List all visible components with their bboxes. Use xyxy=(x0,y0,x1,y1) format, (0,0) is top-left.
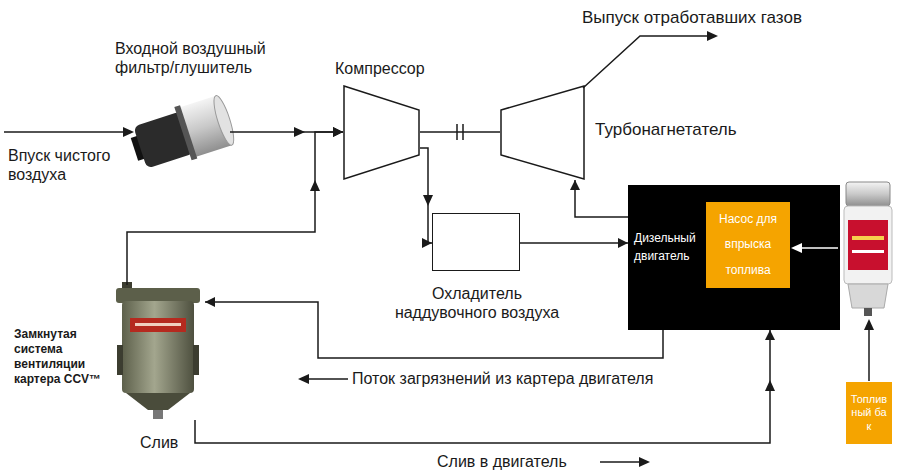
node-text: Турбонагнетатель xyxy=(595,120,737,140)
outline xyxy=(343,85,420,180)
arrowhead xyxy=(123,127,134,137)
node-text: Дизельный двигатель xyxy=(634,229,702,265)
drain-arrow xyxy=(600,461,640,463)
ccv-body xyxy=(122,301,194,393)
ccv-picture xyxy=(116,282,200,419)
fuel-tank-box: Топливный бак xyxy=(846,382,892,444)
fuel-filter-stripe xyxy=(852,236,884,240)
node-text: Замкнутая система вентиляции картера CCV… xyxy=(14,327,104,387)
fuel-filter-head xyxy=(846,182,890,206)
drain-label: Слив xyxy=(140,433,178,452)
fuel-filter-body xyxy=(844,206,892,284)
filter-end-cap xyxy=(210,94,237,147)
flow-line xyxy=(420,148,432,243)
arrowhead xyxy=(298,374,309,384)
exhaust-line xyxy=(583,36,708,88)
fuel-filter-stripe xyxy=(852,250,884,253)
node-text: Компрессор xyxy=(335,59,425,78)
ccv-clamp xyxy=(193,345,199,375)
air-filter-picture xyxy=(126,92,238,176)
ccv-cap xyxy=(116,288,200,303)
arrowhead xyxy=(639,457,650,467)
intake-arrow xyxy=(4,131,124,133)
ccv-badge xyxy=(130,318,186,332)
flow-line xyxy=(520,242,628,244)
node-text: Входной воздушный фильтр/глушитель xyxy=(115,39,287,77)
flow-line xyxy=(575,180,628,217)
ccv-bowl xyxy=(126,393,190,410)
intake-label: Впуск чистого воздуха xyxy=(8,146,133,184)
cooler-box: Охладитель наддувочного воздуха xyxy=(432,213,520,271)
node-text: Топливный бак xyxy=(850,393,888,433)
node-text: Насос для впрыска топлива xyxy=(710,207,786,283)
engine-box: Дизельный двигательНасос для впрыска топ… xyxy=(628,185,840,330)
arrowhead xyxy=(707,31,718,41)
ccv-badge-stripe xyxy=(135,323,181,326)
flow-line xyxy=(195,330,770,443)
exhaust-label: Выпуск отработавших газов xyxy=(582,8,802,28)
air-filter: Входной воздушный фильтр/глушитель xyxy=(135,95,230,173)
fuel-filter-picture xyxy=(844,182,892,316)
ccv-unit: Замкнутая система вентиляции картера CCV… xyxy=(110,285,205,420)
fuel-filter-drain xyxy=(864,308,872,316)
fuel-supply-arrow xyxy=(868,328,870,381)
outline-shape xyxy=(501,86,584,179)
flow-line xyxy=(127,132,343,285)
drain-label: Слив в двигатель xyxy=(437,452,567,471)
fuel-filter-bowl xyxy=(848,284,888,308)
ccv-drain xyxy=(153,410,163,419)
arrowhead xyxy=(791,243,802,253)
outline-shape xyxy=(344,86,419,179)
filter-band xyxy=(174,105,197,160)
flow-arrow xyxy=(306,378,348,380)
fuel-feed-line xyxy=(800,247,838,249)
fuel-filter-label xyxy=(848,220,888,270)
ccv-clamp xyxy=(117,345,123,375)
outline xyxy=(500,85,585,180)
compressor-symbol: Компрессор xyxy=(343,85,420,180)
pump-box: Насос для впрыска топлива xyxy=(706,202,790,288)
turbine-symbol: Турбонагнетатель xyxy=(500,85,585,180)
arrowhead xyxy=(864,319,874,330)
flow-line xyxy=(420,131,500,133)
flow-label: Поток загрязнений из картера двигателя xyxy=(352,369,653,388)
node-text: Охладитель наддувочного воздуха xyxy=(388,284,566,322)
